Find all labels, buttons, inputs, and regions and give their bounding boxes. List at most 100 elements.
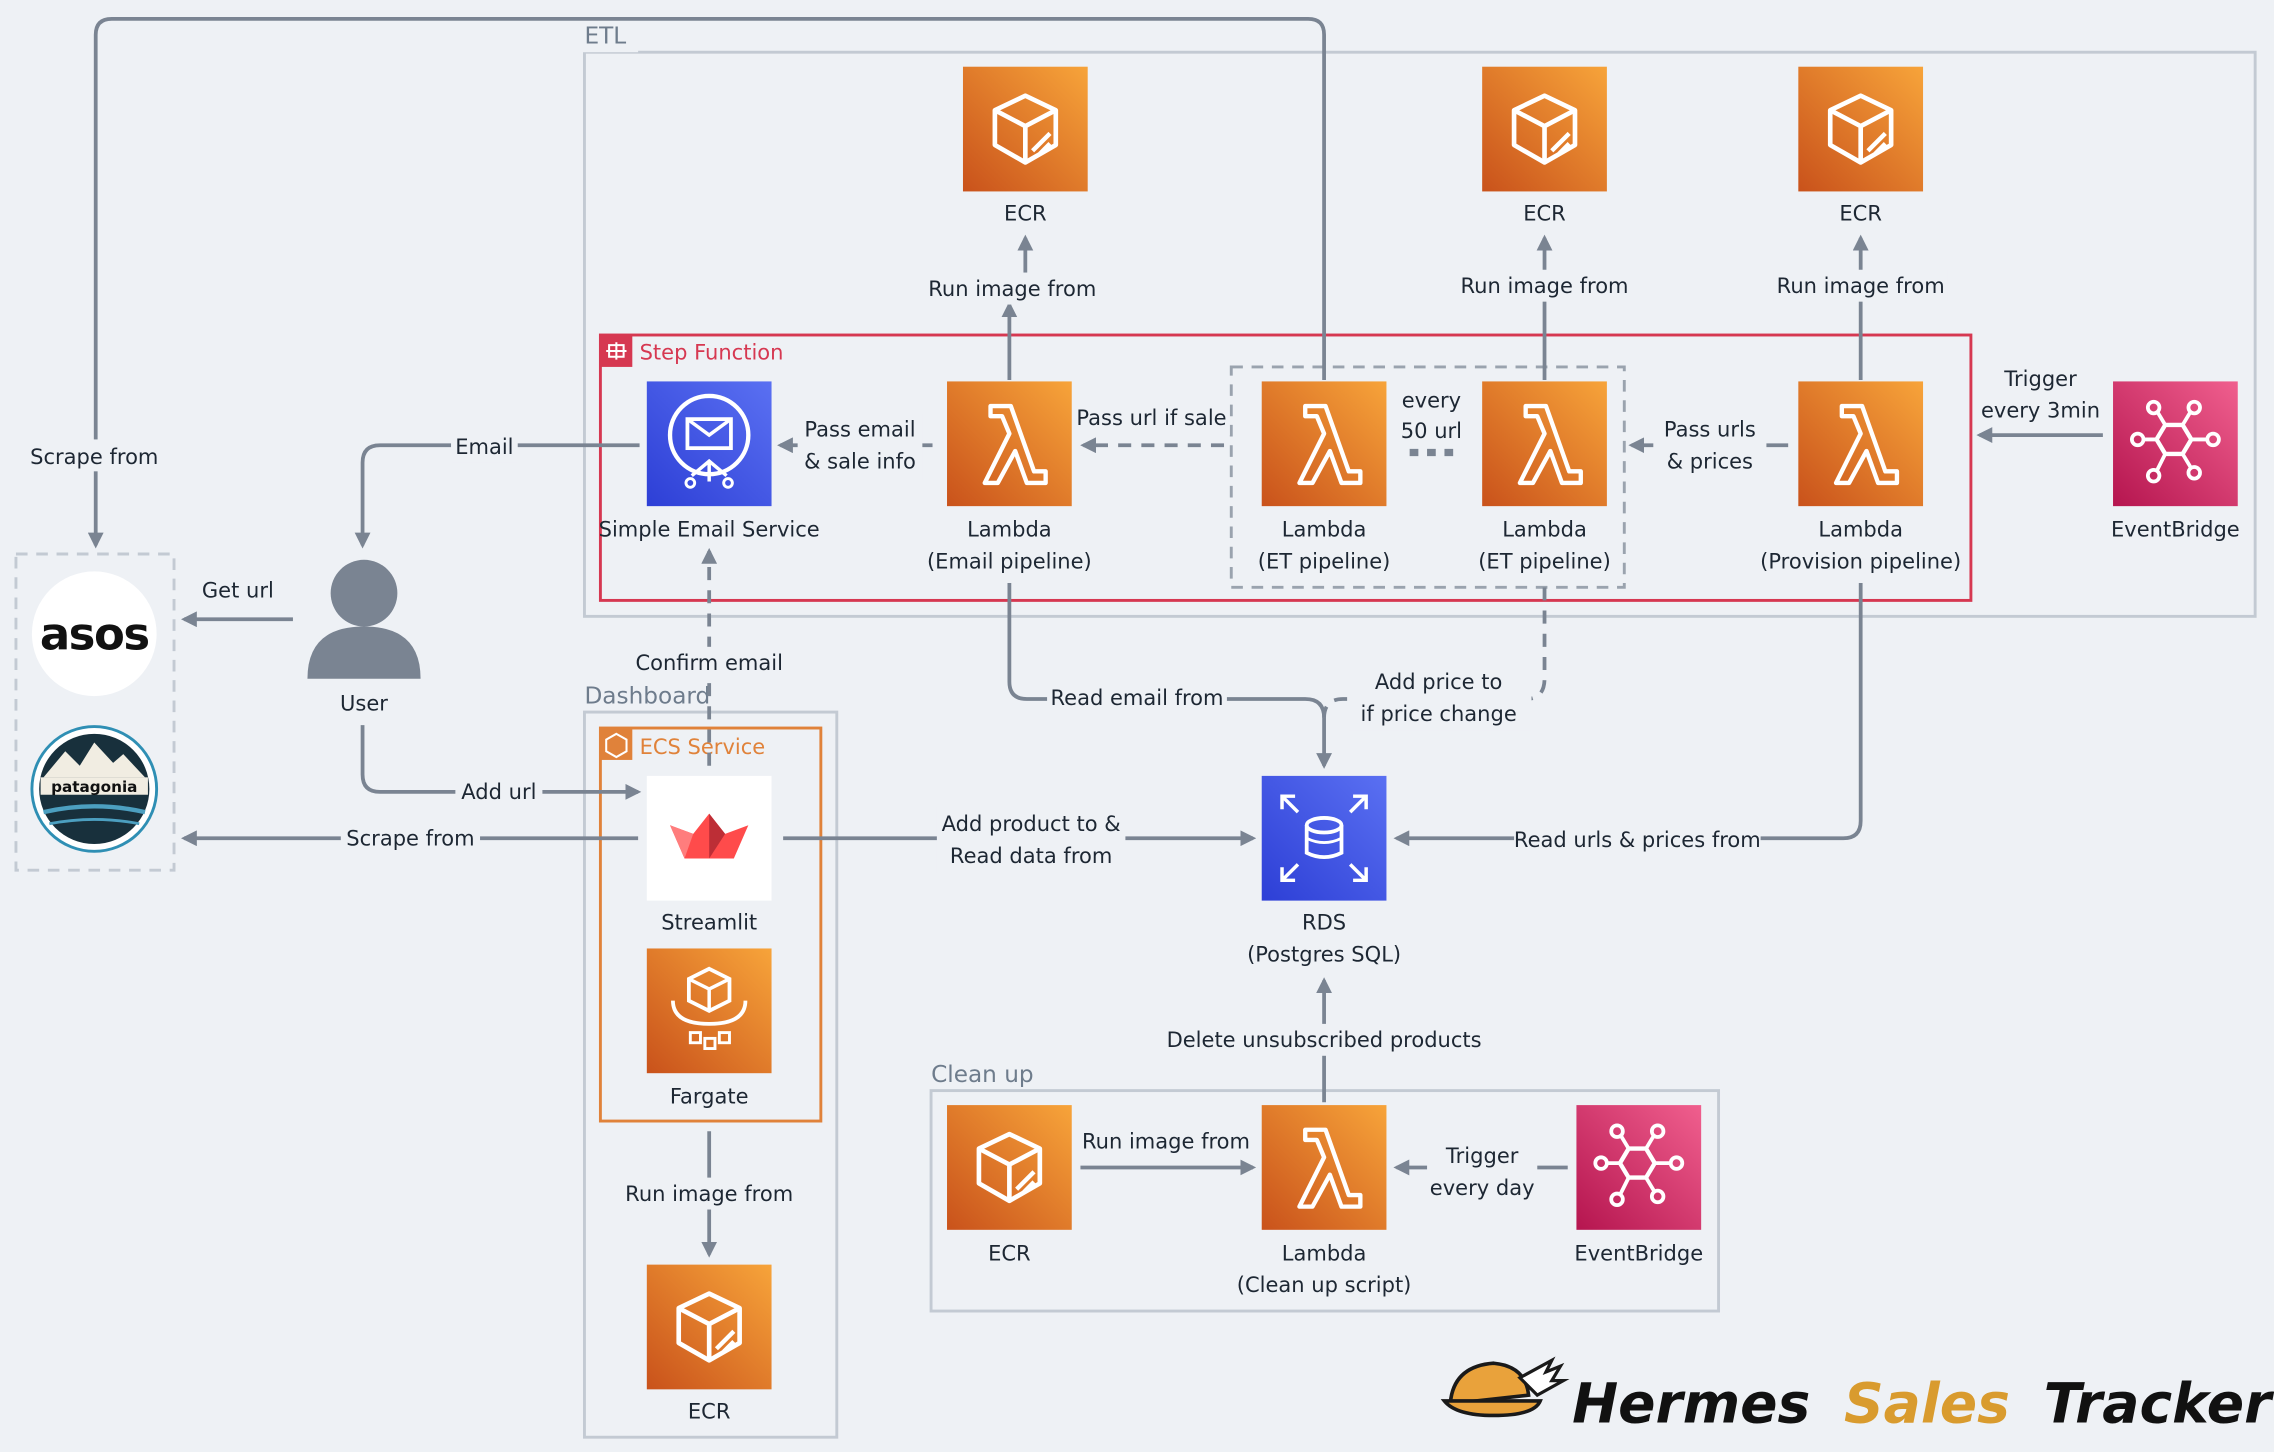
edge-run-image-email: Run image from: [928, 276, 1096, 301]
fargate-label: Fargate: [670, 1084, 749, 1109]
logo-word-hermes: Hermes: [1572, 1372, 1810, 1436]
retailer-group: [14, 552, 176, 872]
lambda-provision-node[interactable]: Lambda (Provision pipeline): [1760, 381, 1961, 574]
edge-pass-urls-line1: Pass urls: [1664, 417, 1756, 442]
edge-scrape-from-bottom: Scrape from: [346, 826, 474, 851]
lambda-provision-label: Lambda: [1818, 517, 1903, 542]
et-batch-note: every 50 url: [1401, 388, 1462, 443]
fargate-node[interactable]: Fargate: [646, 948, 772, 1109]
ecr-provision-label: ECR: [1839, 200, 1882, 225]
lambda-icon: [1798, 381, 1923, 506]
streamlit-node[interactable]: Streamlit: [646, 775, 772, 935]
hermes-logo: Hermes Sales Tracker: [1440, 1356, 2274, 1436]
user-icon: [330, 559, 398, 627]
eventbridge-icon: [1576, 1105, 1701, 1230]
ecr-et-label: ECR: [1523, 200, 1566, 225]
eventbridge-icon: [2113, 381, 2238, 506]
etl-group: ETL: [580, 20, 2257, 618]
step-function-title: Step Function: [640, 340, 784, 365]
edge-add-product-line2: Read data from: [950, 843, 1112, 868]
ecr-icon: [947, 1105, 1072, 1230]
et-batch-line1: every: [1402, 388, 1461, 413]
edge-trigger-3min-line1: Trigger: [2003, 366, 2077, 391]
eventbridge-etl-label: EventBridge: [2111, 517, 2240, 542]
cleanup-group-title: Clean up: [931, 1061, 1034, 1088]
lambda-cleanup-node[interactable]: Lambda (Clean up script): [1237, 1105, 1412, 1297]
lambda-et2-label: Lambda: [1502, 517, 1587, 542]
dashboard-group-title: Dashboard: [584, 682, 710, 709]
edge-read-urls: Read urls & prices from: [1514, 827, 1761, 852]
edge-trigger-3min-line2: every 3min: [1981, 398, 2100, 423]
lambda-email-node[interactable]: Lambda (Email pipeline): [927, 381, 1092, 574]
ecr-email-label: ECR: [1004, 200, 1047, 225]
ecs-service-group: ECS Service: [598, 726, 823, 1123]
ecr-et-node[interactable]: ECR: [1482, 67, 1607, 226]
lambda-et1-label: Lambda: [1282, 517, 1367, 542]
edge-get-url: Get url: [202, 578, 274, 603]
edge-delete-unsubscribed: Delete unsubscribed products: [1167, 1027, 1482, 1052]
ecr-icon: [1798, 67, 1923, 192]
eventbridge-cleanup-node[interactable]: EventBridge: [1574, 1105, 1703, 1265]
rds-label: RDS: [1302, 910, 1346, 935]
edge-read-email-from: Read email from: [1050, 685, 1223, 710]
streamlit-label: Streamlit: [661, 910, 757, 935]
lambda-icon: [1482, 381, 1607, 506]
patagonia-logo-text: patagonia: [51, 778, 137, 796]
rds-node[interactable]: RDS (Postgres SQL): [1247, 775, 1401, 967]
svg-text:Hermes Sales Track: Hermes Sales Tracker: [1572, 1372, 2274, 1436]
ecr-cleanup-label: ECR: [988, 1240, 1031, 1265]
edge-run-image-provision: Run image from: [1777, 273, 1945, 298]
lambda-email-sub: (Email pipeline): [927, 549, 1092, 574]
edge-add-price-line1: Add price to: [1375, 669, 1502, 694]
lambda-cleanup-sub: (Clean up script): [1237, 1272, 1412, 1297]
ecr-provision-node[interactable]: ECR: [1798, 67, 1923, 226]
edge-add-url: Add url: [461, 779, 536, 804]
patagonia-logo[interactable]: patagonia: [30, 725, 159, 853]
et-batch-line2: 50 url: [1401, 418, 1462, 443]
user-label: User: [340, 691, 388, 716]
ecr-cleanup-node[interactable]: ECR: [947, 1105, 1072, 1265]
ecr-dashboard-label: ECR: [688, 1398, 731, 1423]
edge-pass-urls-line2: & prices: [1667, 448, 1753, 473]
edge-run-image-et: Run image from: [1461, 273, 1629, 298]
rds-sub: (Postgres SQL): [1247, 942, 1401, 967]
ses-node[interactable]: Simple Email Service: [599, 381, 820, 542]
asos-logo-text: asos: [40, 608, 149, 661]
ecr-dashboard-node[interactable]: ECR: [647, 1265, 772, 1424]
ses-icon: [646, 381, 772, 507]
asos-logo[interactable]: asos: [31, 571, 157, 697]
edge-run-image-cleanup: Run image from: [1082, 1129, 1250, 1154]
etl-group-title: ETL: [584, 23, 626, 50]
step-function-group: Step Function: [598, 333, 1973, 602]
edge-add-price-line2: if price change: [1361, 701, 1517, 726]
ecr-icon: [963, 67, 1088, 192]
ses-label: Simple Email Service: [599, 517, 820, 542]
edge-trigger-day-line1: Trigger: [1445, 1143, 1519, 1168]
lambda-email-label: Lambda: [967, 517, 1052, 542]
ecs-service-title: ECS Service: [640, 734, 766, 759]
edge-email: Email: [455, 434, 513, 459]
edge-scrape-from-top: Scrape from: [30, 444, 158, 469]
lambda-et1-node[interactable]: Lambda (ET pipeline): [1258, 381, 1391, 574]
edge-run-image-dashboard: Run image from: [625, 1181, 793, 1206]
winged-helmet-icon: [1440, 1356, 1570, 1418]
edge-pass-email-line1: Pass email: [804, 417, 915, 442]
lambda-et1-sub: (ET pipeline): [1258, 549, 1391, 574]
edge-confirm-email: Confirm email: [635, 650, 782, 675]
logo-word-tracker: Tracker: [2044, 1372, 2274, 1436]
user-node[interactable]: User: [307, 559, 421, 716]
lambda-icon: [1262, 1105, 1387, 1230]
eventbridge-etl-node[interactable]: EventBridge: [2111, 381, 2240, 542]
lambda-et2-node[interactable]: Lambda (ET pipeline): [1478, 381, 1611, 574]
edge-trigger-day-line2: every day: [1430, 1175, 1535, 1200]
ecr-email-node[interactable]: ECR: [963, 67, 1088, 226]
eventbridge-cleanup-label: EventBridge: [1574, 1240, 1703, 1265]
lambda-provision-sub: (Provision pipeline): [1760, 549, 1961, 574]
lambda-et2-sub: (ET pipeline): [1478, 549, 1611, 574]
ecr-icon: [647, 1265, 772, 1390]
lambda-cleanup-label: Lambda: [1282, 1240, 1367, 1265]
edge-pass-email-line2: & sale info: [804, 448, 916, 473]
logo-word-sales: Sales: [1844, 1372, 2010, 1436]
ecr-icon: [1482, 67, 1607, 192]
